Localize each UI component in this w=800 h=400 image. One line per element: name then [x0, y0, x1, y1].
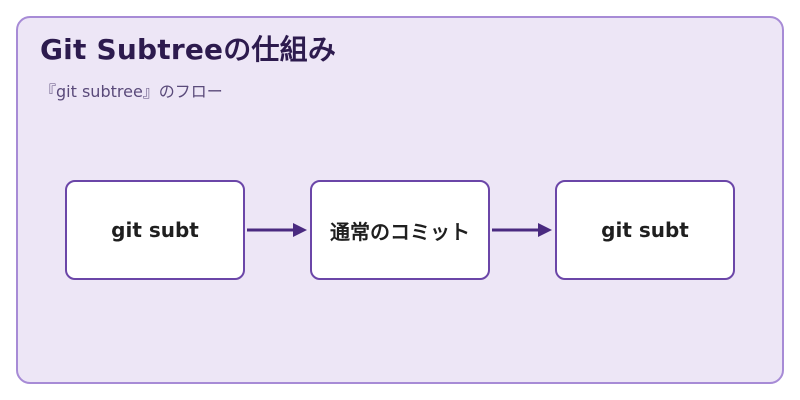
- flow-node-normal-commit: 通常のコミット: [310, 180, 490, 280]
- diagram-subtitle: 『git subtree』のフロー: [40, 82, 223, 101]
- flow-arrow-2: [492, 223, 552, 237]
- flow-arrow-1: [247, 223, 307, 237]
- diagram-title: Git Subtreeの仕組み: [40, 33, 337, 66]
- flow-node-git-subtree-2: git subt: [555, 180, 735, 280]
- flow-node-git-subtree-1: git subt: [65, 180, 245, 280]
